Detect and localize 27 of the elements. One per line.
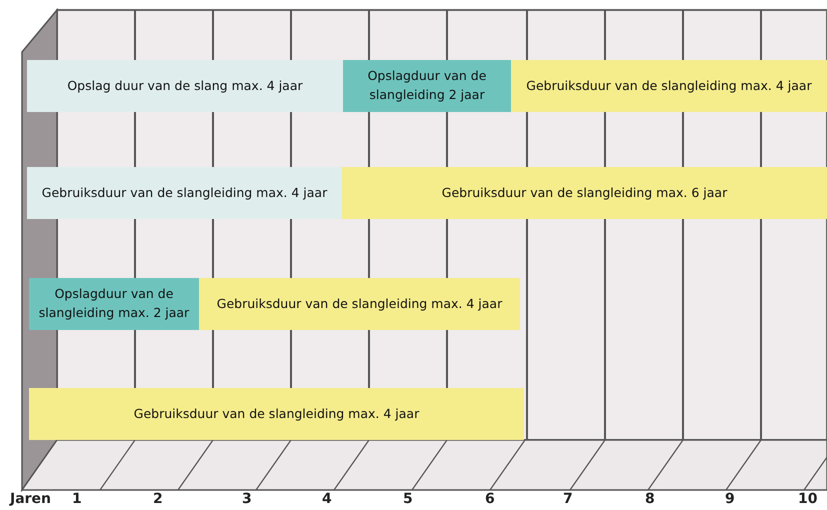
- axis-tick-label: 1: [72, 491, 82, 507]
- duration-bar: [511, 60, 827, 112]
- duration-bar: [343, 60, 511, 112]
- axis-tick-label: 9: [725, 491, 735, 507]
- axis-tick-label: 10: [798, 491, 818, 507]
- bar-label: Gebruiksduur van de slangleiding max. 6 jaar: [442, 184, 728, 202]
- axis-tick-label: 6: [485, 491, 495, 507]
- duration-bar: [342, 167, 827, 219]
- bar-label: Gebruiksduur van de slangleiding max. 4 jaar: [134, 404, 420, 423]
- duration-bar: [27, 167, 342, 219]
- axis-tick-label: 8: [645, 491, 655, 507]
- bar-label: Gebruiksduur van de slangleiding max. 4 jaar: [42, 184, 328, 202]
- duration-bar: [29, 388, 524, 440]
- duration-bar: [27, 60, 343, 112]
- duration-bar: [199, 278, 520, 330]
- axis-tick-label: 4: [322, 491, 332, 507]
- axis-tick-label: 3: [242, 491, 252, 507]
- bar-label: Gebruiksduur van de slangleiding max. 4 jaar: [216, 294, 502, 313]
- bar-label: Opslag duur van de slang max. 4 jaar: [67, 76, 303, 95]
- duration-bar: [29, 278, 199, 330]
- axis-tick-label: 5: [403, 491, 413, 507]
- axis-tick-label: 7: [563, 491, 573, 507]
- bar-label: Opslagduur van de slangleiding 2 jaar: [366, 67, 488, 104]
- axis-tick-label: 2: [153, 491, 163, 507]
- bar-label: Opslagduur van de slangleiding max. 2 jaar: [38, 285, 190, 322]
- axis-title: Jaren: [10, 491, 52, 507]
- bar-label: Gebruiksduur van de slangleiding max. 4 jaar: [526, 76, 812, 95]
